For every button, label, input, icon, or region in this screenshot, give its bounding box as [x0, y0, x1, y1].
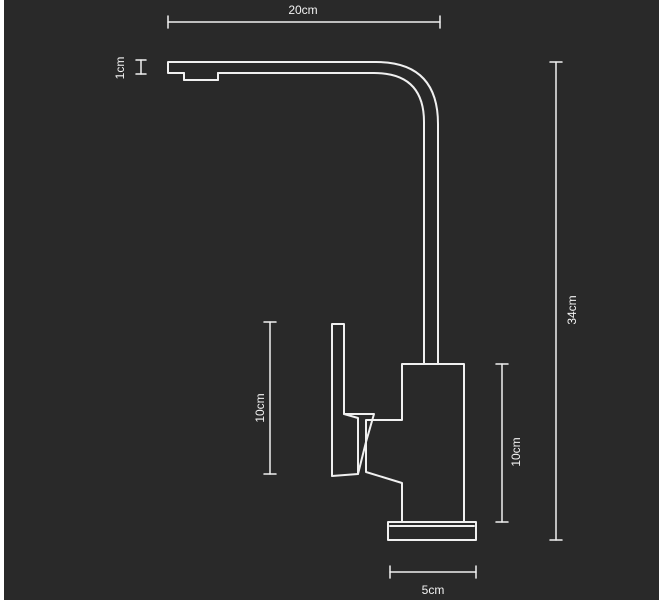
handle-inner-edge [343, 413, 359, 475]
width-label: 20cm [288, 3, 317, 17]
body-height-label: 10cm [509, 437, 523, 466]
faucet-handle [331, 323, 375, 477]
spout-aerator [183, 72, 219, 81]
faucet-base [387, 521, 477, 541]
left-margin [0, 0, 4, 600]
spout-height-label: 1cm [113, 57, 127, 80]
handle-height-label: 10cm [253, 393, 267, 422]
total-height-label: 34cm [565, 295, 579, 324]
base-width-label: 5cm [422, 583, 445, 597]
faucet-body [365, 363, 465, 523]
